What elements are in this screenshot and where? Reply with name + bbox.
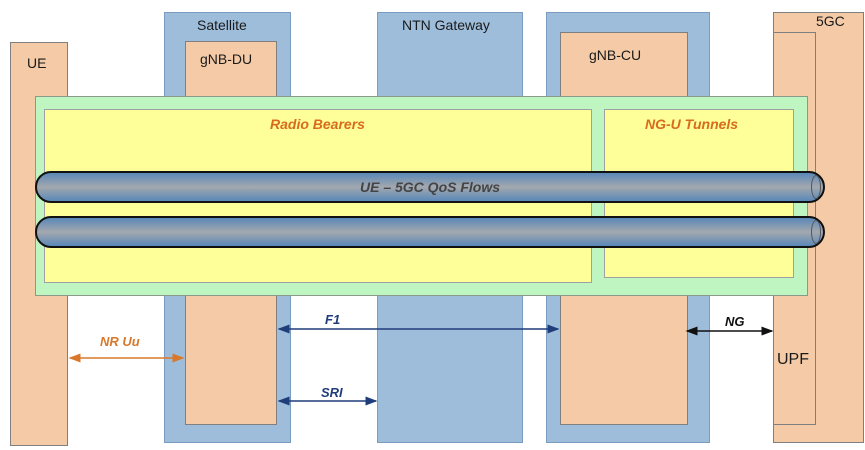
qos-flow-tube: UE – 5GC QoS Flows xyxy=(35,171,825,203)
qos-flow-tube xyxy=(35,216,825,248)
ntn-gateway-label: NTN Gateway xyxy=(402,17,490,33)
ue-label: UE xyxy=(27,55,47,71)
tube-end-icon xyxy=(811,175,821,199)
sri-label: SRI xyxy=(321,385,343,400)
radio-bearers-title: Radio Bearers xyxy=(270,116,365,132)
qos-flows-label: UE – 5GC QoS Flows xyxy=(359,179,501,195)
core-label: 5GC xyxy=(816,13,845,29)
f1-label: F1 xyxy=(325,312,341,327)
gnb-du-label: gNB-DU xyxy=(200,51,253,67)
gnb-cu-label: gNB-CU xyxy=(589,47,642,63)
nr-uu-label: NR Uu xyxy=(100,334,140,349)
satellite-label: Satellite xyxy=(197,17,247,33)
upf-label: UPF xyxy=(777,351,809,368)
ng-label: NG xyxy=(725,314,745,329)
tube-end-icon xyxy=(811,220,821,244)
ngu-tunnels-title: NG-U Tunnels xyxy=(645,116,739,132)
